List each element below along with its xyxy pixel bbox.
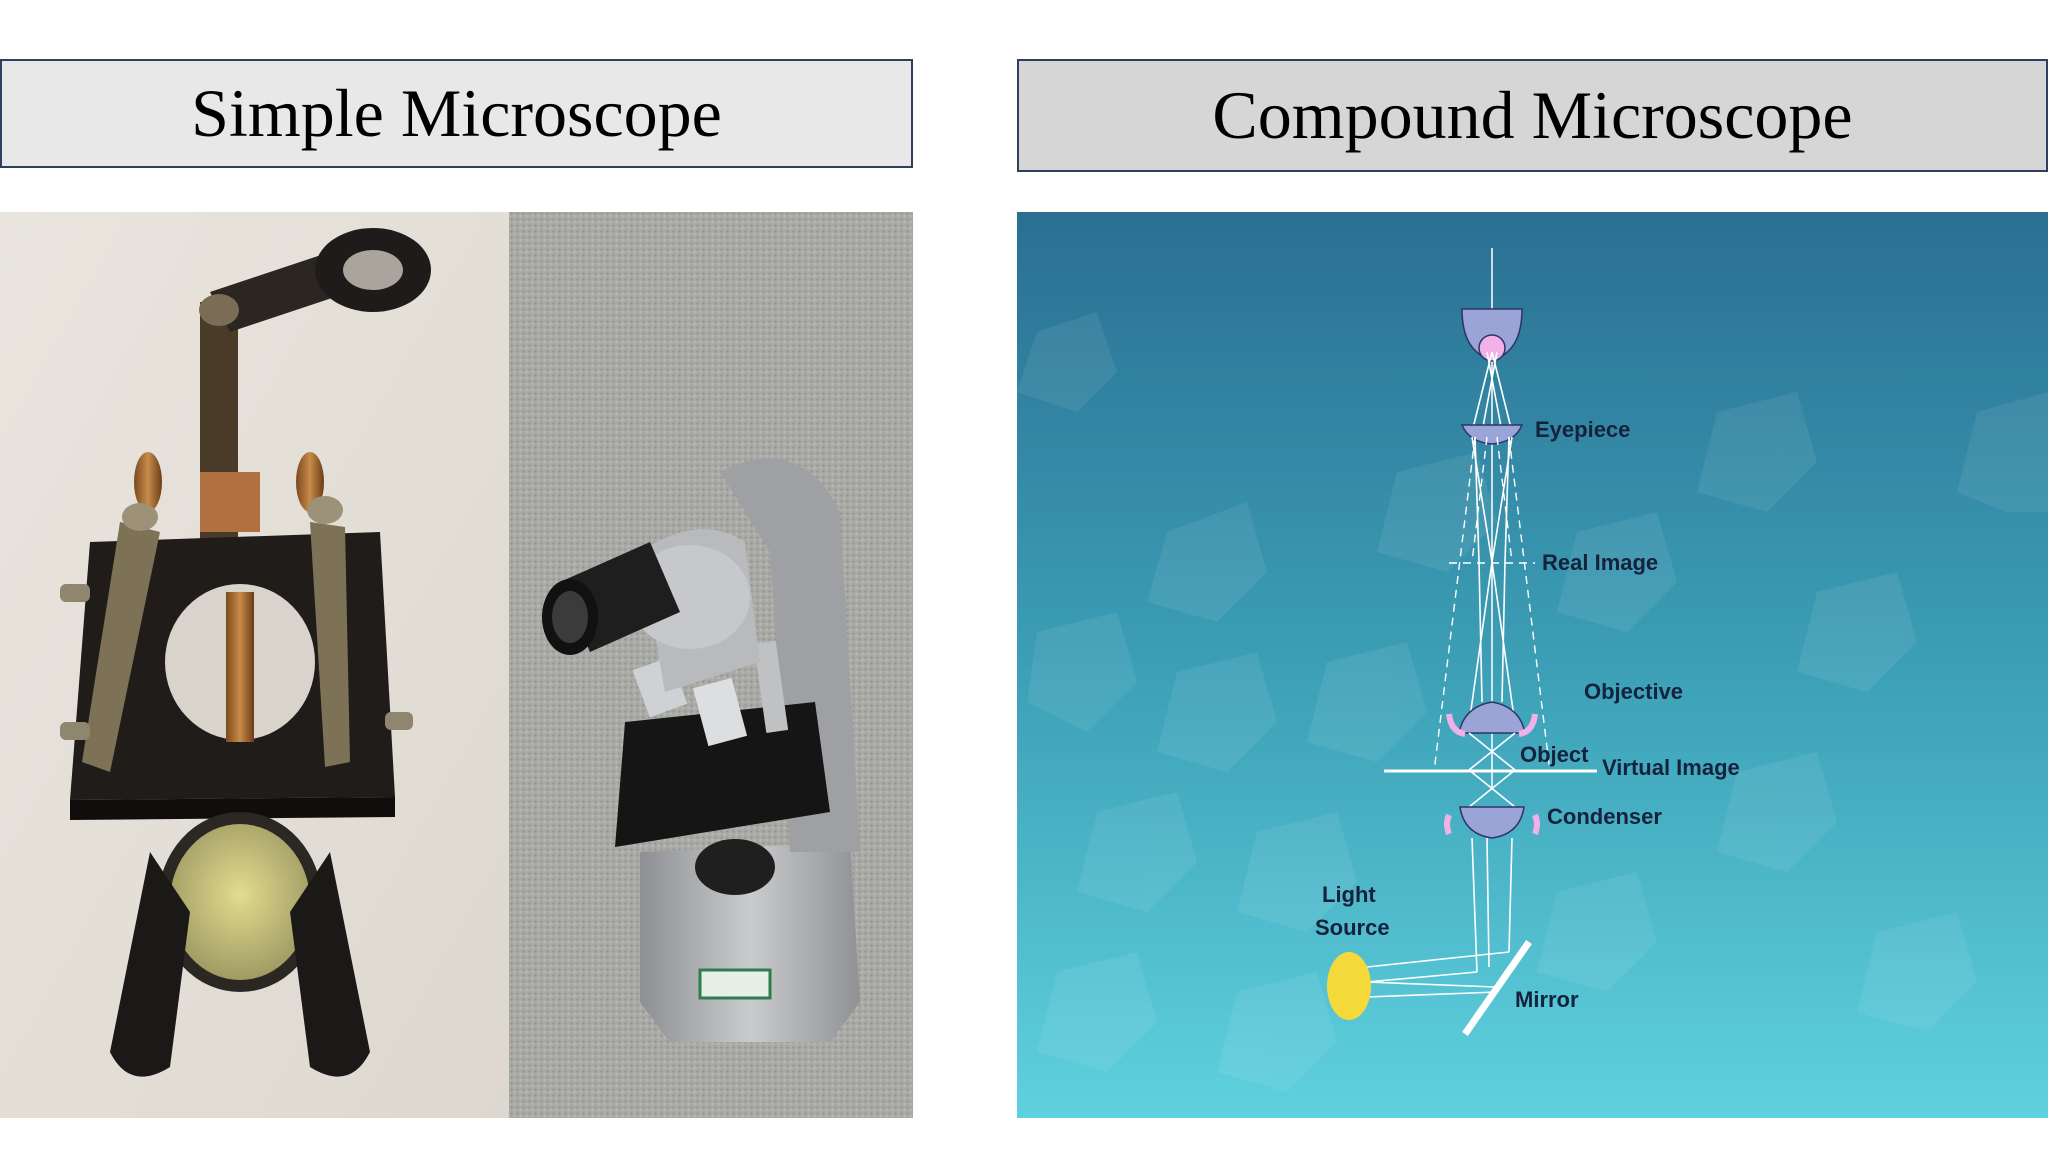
condenser-holder-right	[1535, 815, 1537, 834]
simple-microscope-title: Simple Microscope	[0, 59, 913, 168]
eye-icon	[1479, 335, 1505, 361]
compound-microscope-title-text: Compound Microscope	[1212, 76, 1852, 155]
light-source-icon	[1327, 952, 1371, 1020]
label-light: Light	[1322, 882, 1376, 907]
simple-microscope-title-text: Simple Microscope	[191, 74, 722, 153]
label-source: Source	[1315, 915, 1390, 940]
simple-microscope-illustration	[0, 212, 913, 1118]
label-mirror: Mirror	[1515, 987, 1579, 1012]
label-virtual-image: Virtual Image	[1602, 755, 1740, 780]
modern-microscope-photo	[509, 212, 913, 1118]
ray-diagram: Eyepiece Real Image Objective Object Vir…	[1017, 212, 2048, 1118]
label-objective: Objective	[1584, 679, 1683, 704]
label-eyepiece: Eyepiece	[1535, 417, 1630, 442]
compound-microscope-diagram: Eyepiece Real Image Objective Object Vir…	[1017, 212, 2048, 1118]
label-condenser: Condenser	[1547, 804, 1662, 829]
label-real-image: Real Image	[1542, 550, 1658, 575]
antique-microscope-photo	[0, 212, 509, 1118]
label-object: Object	[1520, 742, 1589, 767]
condenser-holder-left	[1447, 815, 1449, 834]
compound-microscope-title: Compound Microscope	[1017, 59, 2048, 172]
simple-microscope-photos	[0, 212, 913, 1118]
